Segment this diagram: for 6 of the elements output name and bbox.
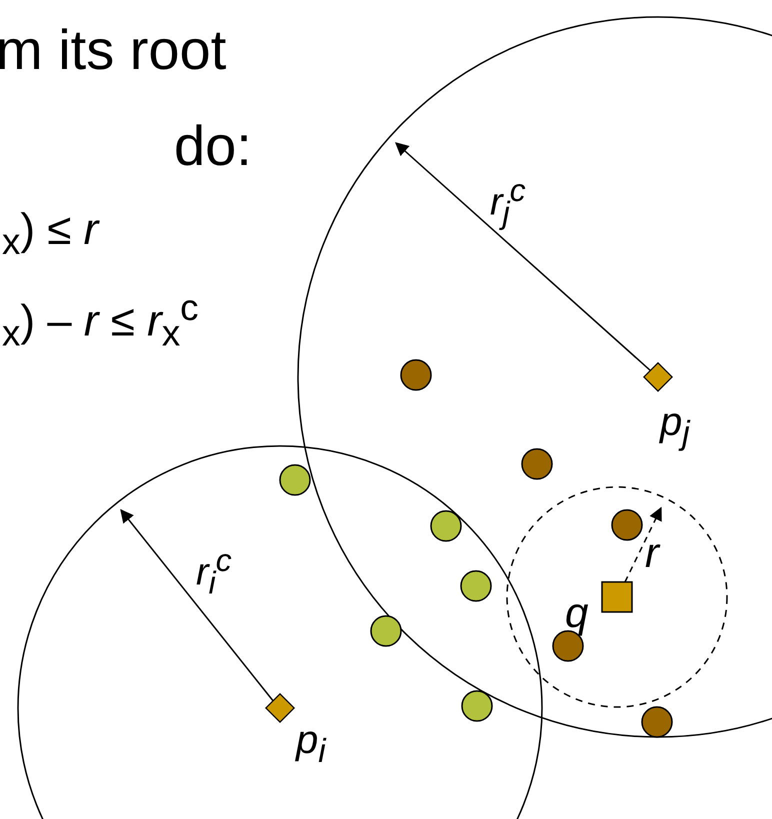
- radius-label: r: [645, 532, 659, 574]
- point-label: q: [565, 592, 588, 634]
- condition-text: $_{x}$) ≤ r: [2, 208, 98, 260]
- algorithm-text: do:: [174, 118, 252, 174]
- point-label: p$_{i}$: [296, 720, 326, 768]
- point-label: p$_{j}$: [660, 402, 690, 450]
